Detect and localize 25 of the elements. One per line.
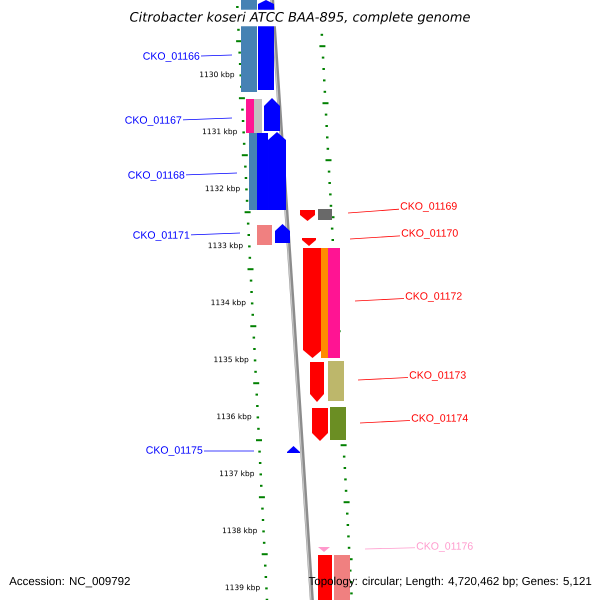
gene-label: CKO_01173 <box>410 371 466 381</box>
gene-label: CKO_01175 <box>146 446 202 456</box>
leader-line <box>358 377 408 380</box>
leader-line <box>350 235 400 240</box>
leader-line <box>348 208 400 214</box>
gene-label: CKO_01172 <box>406 292 462 302</box>
leader-line <box>360 420 410 424</box>
leader-line <box>200 54 232 56</box>
gene-label: CKO_01168 <box>128 171 184 181</box>
leader-line <box>190 232 240 236</box>
gene-label: CKO_01174 <box>412 414 468 424</box>
leader-line <box>364 547 416 550</box>
gene-label: CKO_01171 <box>133 231 190 241</box>
leader-line <box>354 298 404 302</box>
gene-label: CKO_01170 <box>402 229 458 239</box>
leader-line <box>182 118 232 120</box>
gene-label: CKO_01166 <box>143 52 200 62</box>
gene-label: CKO_01169 <box>400 202 457 212</box>
leader-line <box>186 172 238 176</box>
accession-text: Accession: NC_009792 <box>9 576 130 588</box>
leader-line <box>204 450 254 452</box>
summary-text: Topology: circular; Length: 4,720,462 bp; Genes: 5,121 <box>308 576 592 588</box>
gene-label: CKO_01167 <box>125 116 182 126</box>
gene-label: CKO_01176 <box>416 542 473 552</box>
title: Citrobacter koseri ATCC BAA-895, complete genome <box>128 10 472 26</box>
